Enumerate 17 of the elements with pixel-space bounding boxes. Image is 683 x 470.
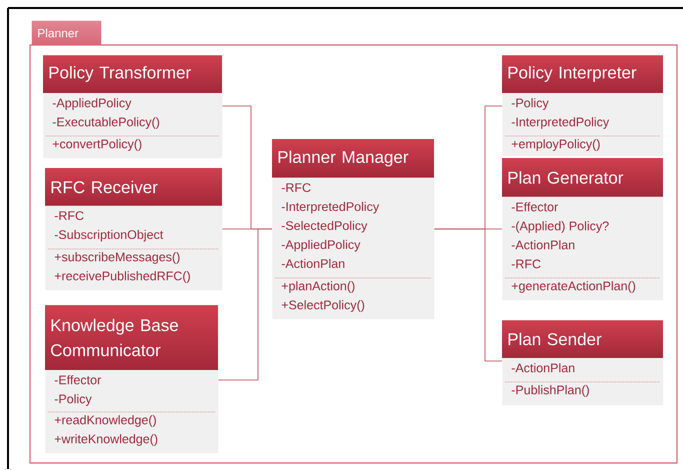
method-list: -PublishPlan(): [512, 385, 589, 397]
attribute-list: -Effector -(Applied) Policy? -ActionPlan -RFC: [512, 202, 609, 268]
attribute-list: -RFC -InterpretedPolicy -SelectedPolicy -AppliedPolicy -ActionPlan: [282, 183, 380, 268]
connector-line: [434, 228, 502, 362]
method-list: +subscribeMessages() +receivePublishedRFC(): [54, 252, 190, 283]
method-list: +planAction() +SelectPolicy(): [282, 281, 364, 312]
method-list: +employPolicy(): [512, 139, 600, 151]
attribute-list: -AppliedPolicy -ExecutablePolicy(): [52, 98, 160, 129]
method-list: +convertPolicy(): [52, 139, 142, 151]
connector-line: [218, 228, 272, 380]
method-list: +generateActionPlan(): [512, 281, 636, 293]
node-label: Planner: [38, 28, 78, 38]
attribute-list: -Policy -InterpretedPolicy: [512, 98, 610, 129]
method-list: +readKnowledge() +writeKnowledge(): [54, 415, 158, 446]
attribute-list: -ActionPlan: [512, 363, 574, 372]
attribute-list: -RFC -SubscriptionObject: [54, 211, 164, 242]
attribute-list: -Effector -Policy: [54, 375, 101, 406]
